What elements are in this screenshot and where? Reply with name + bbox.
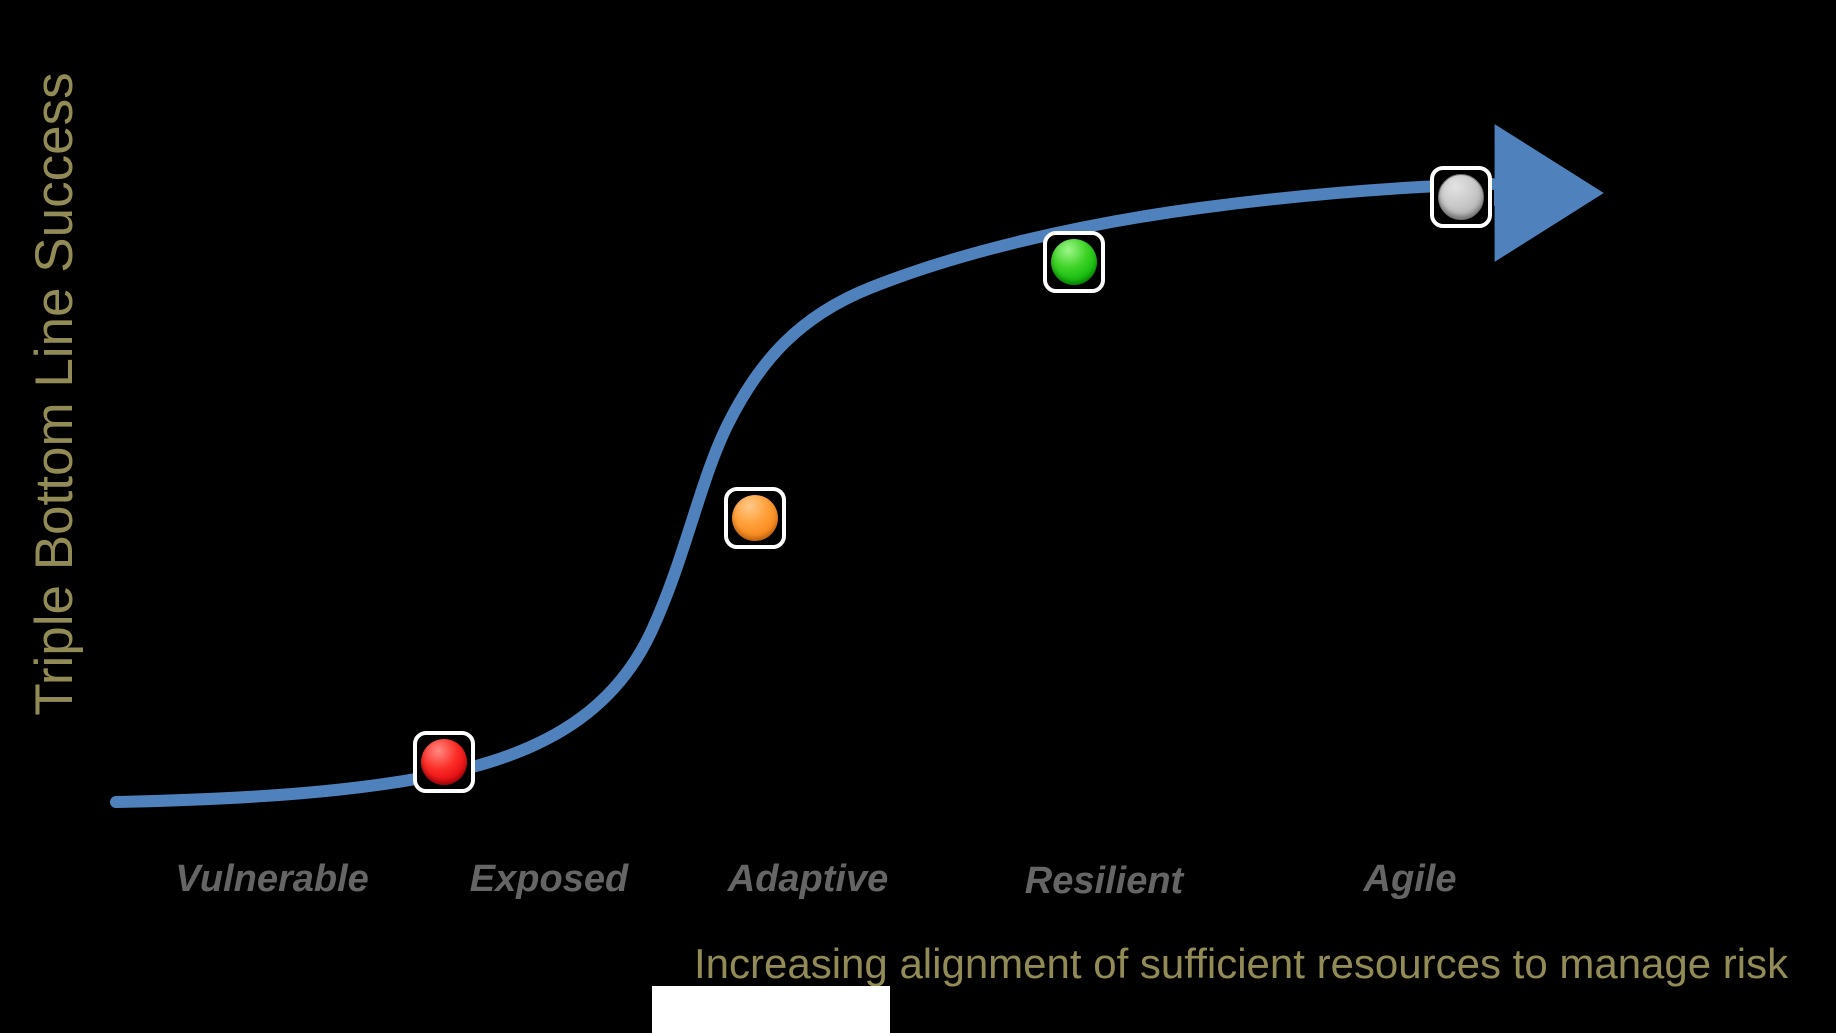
marker-resilient[interactable]	[1043, 231, 1105, 293]
marker-agile[interactable]	[1430, 166, 1492, 228]
stage-label-vulnerable: Vulnerable	[175, 858, 369, 900]
stage-label-agile: Agile	[1363, 858, 1457, 900]
x-axis-caption: Increasing alignment of sufficient resou…	[694, 940, 1789, 987]
white-artifact-block	[652, 986, 890, 1033]
stage-label-adaptive: Adaptive	[727, 858, 889, 900]
marker-vulnerable[interactable]	[413, 731, 475, 793]
green-sphere-icon	[1051, 239, 1097, 285]
orange-sphere-icon	[732, 495, 778, 541]
stage-label-exposed: Exposed	[469, 858, 629, 900]
y-axis-label: Triple Bottom Line Success	[24, 72, 84, 716]
red-sphere-icon	[421, 739, 467, 785]
stage-label-resilient: Resilient	[1024, 860, 1184, 902]
marker-adaptive[interactable]	[724, 487, 786, 549]
s-curve-path	[110, 178, 1498, 808]
gray-sphere-icon	[1438, 174, 1484, 220]
